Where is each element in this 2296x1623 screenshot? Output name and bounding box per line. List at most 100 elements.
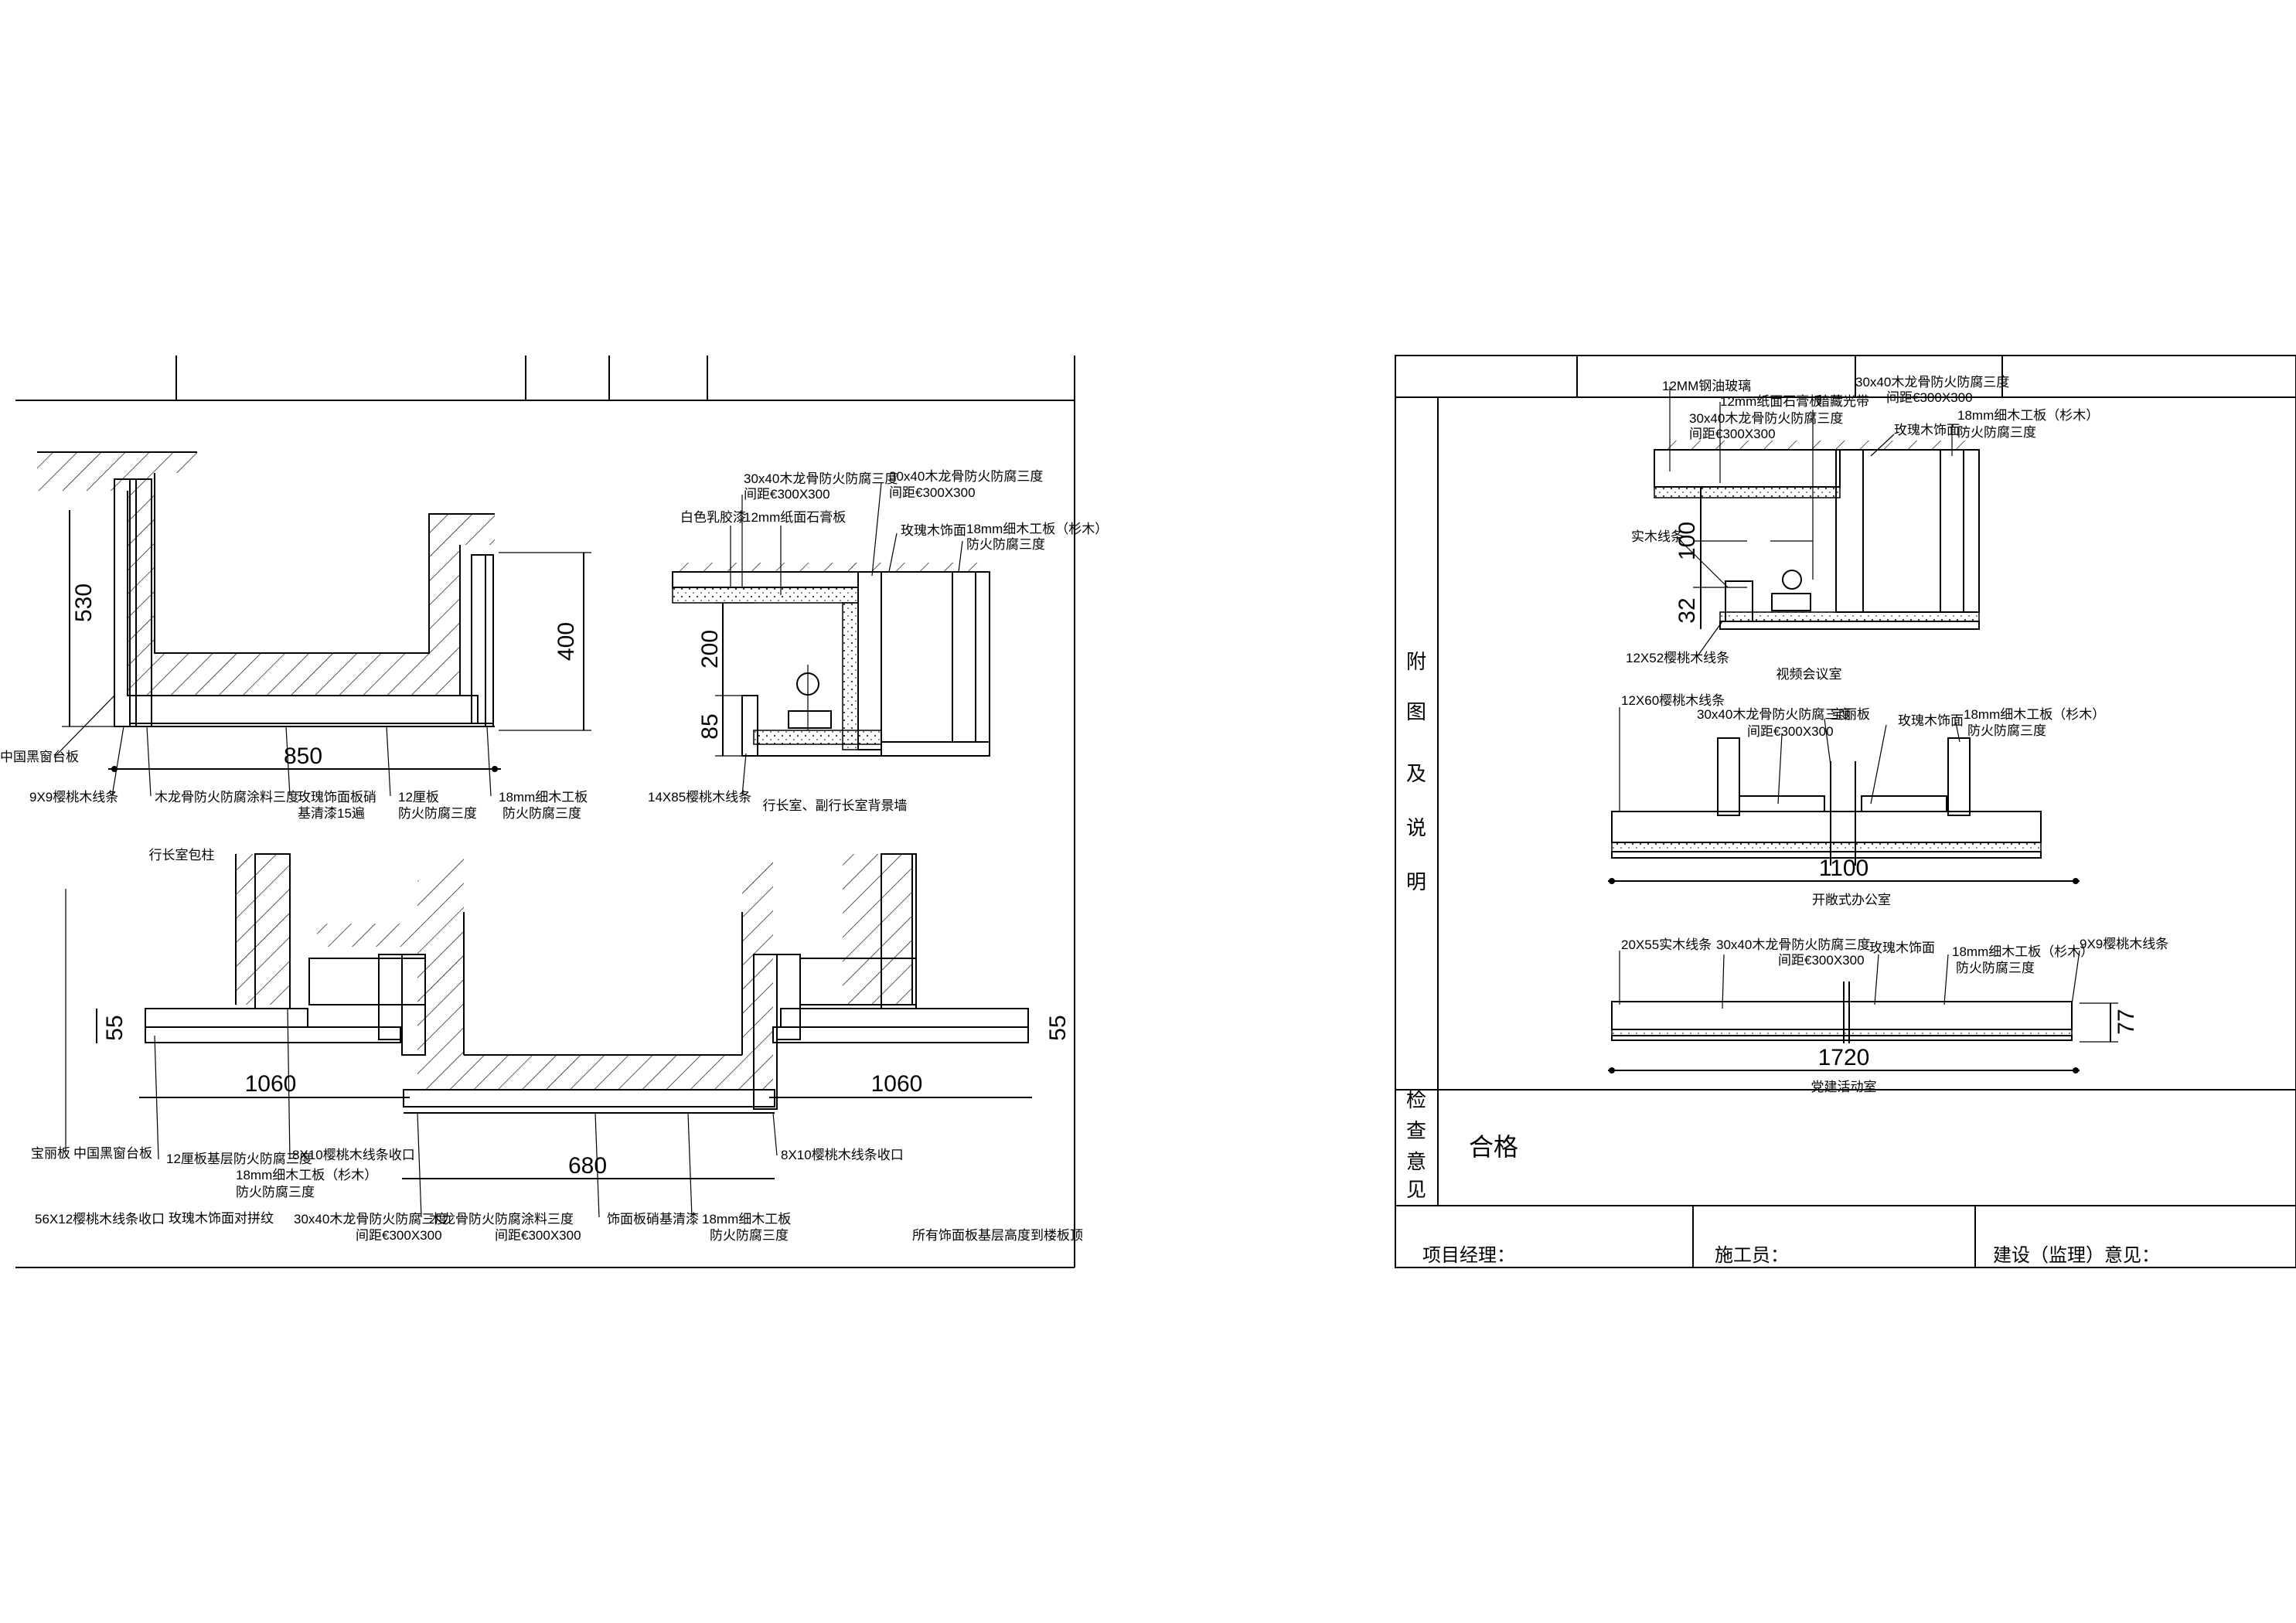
u-label-b2b: 防火防腐三度 (236, 1185, 315, 1199)
u-label-d1b: 间距€300X300 (495, 1228, 581, 1243)
wall-label-l2: 12mm纸面石膏板 (744, 509, 846, 525)
video-label-t2: 12mm纸面石膏板 (1720, 393, 1822, 409)
pillar-label-b3b: 防火防腐三度 (398, 806, 477, 821)
side-title-char-4: 说 (1406, 816, 1426, 839)
office-label-t1a: 30x40木龙骨防火防腐三度 (1697, 707, 1851, 722)
u-label-b3: 玫瑰木饰面对拼纹 (169, 1211, 274, 1226)
activity-room-drawing: 1720 77 20X55实木线条 30x40木龙骨防火防腐三度 间距€300X… (1608, 937, 2168, 1094)
u-label-e2a: 18mm细木工板 (702, 1212, 791, 1227)
pillar-caption: 行长室包柱 (149, 848, 215, 863)
u-label-b2a: 18mm细木工板（杉木） (236, 1168, 377, 1182)
video-dim-h1: 100 (1674, 522, 1700, 560)
office-label-t3: 玫瑰木饰面 (1898, 713, 1964, 728)
u-label-note: 所有饰面板基层高度到楼板顶 (912, 1228, 1083, 1243)
pillar-dim-height-left: 530 (71, 584, 97, 622)
u-label-b1: 12厘板基层防火防腐三度 (166, 1152, 312, 1166)
signature-supervisor: 建设（监理）意见： (1993, 1245, 2160, 1266)
check-title: 检 查 意 见 (1406, 1088, 1426, 1201)
video-caption: 视频会议室 (1777, 667, 1842, 682)
side-title-char-2: 图 (1406, 700, 1426, 723)
pillar-label-left-top: 中国黑窗台板 (0, 750, 79, 764)
wall-label-r1: 玫瑰木饰面 (901, 523, 966, 538)
activity-caption: 党建活动室 (1811, 1080, 1877, 1094)
wall-label-bottom: 14X85樱桃木线条 (648, 790, 751, 805)
pillar-label-b4b: 防火防腐三度 (502, 806, 581, 821)
activity-label-l1: 20X55实木线条 (1621, 937, 1712, 952)
u-label-e1: 饰面板硝基清漆 (607, 1212, 699, 1227)
video-label-bottom: 12X52樱桃木线条 (1626, 651, 1729, 665)
u-label-c2a: 30x40木龙骨防火防腐三度 (294, 1212, 448, 1227)
u-dim-left-h: 55 (102, 1015, 128, 1040)
office-label-t4b: 防火防腐三度 (1967, 723, 2046, 738)
pillar-dim-height-right: 400 (554, 622, 579, 661)
pillar-label-b2a: 玫瑰饰面板硝 (298, 790, 376, 805)
activity-label-t1b: 间距€300X300 (1778, 953, 1865, 968)
video-label-t4a: 30x40木龙骨防火防腐三度 (1689, 411, 1843, 426)
open-office-drawing: 1100 12X60樱桃木线条 30x40木龙骨防火防腐三度 间距€300X30… (1608, 693, 2105, 907)
side-title-char-3: 及 (1406, 762, 1426, 785)
u-label-f1: 8X10樱桃木线条收口 (781, 1148, 904, 1162)
pillar-dim-width: 850 (284, 743, 322, 769)
check-title-char-2: 查 (1406, 1119, 1426, 1142)
u-label-a3: 56X12樱桃木线条收口 (35, 1212, 165, 1227)
wall-label-t1a: 30x40木龙骨防火防腐三度 (744, 471, 898, 486)
video-dim-h2: 32 (1674, 597, 1700, 623)
right-sheet: 附 图 及 说 明 检 查 意 见 合格 项目经理： 施工员： 建设（监理）意见… (1395, 355, 2296, 1268)
wall-label-t2a: 30x40木龙骨防火防腐三度 (889, 469, 1043, 484)
activity-label-r1: 9X9樱桃木线条 (2080, 937, 2168, 951)
wall-label-r2a: 18mm细木工板（杉木） (966, 522, 1108, 536)
wall-dim-h1: 200 (697, 630, 723, 669)
pillar-label-b1: 木龙骨防火防腐涂料三度 (155, 790, 299, 805)
u-label-e2b: 防火防腐三度 (710, 1228, 789, 1243)
signature-manager: 项目经理： (1422, 1245, 1515, 1266)
video-label-l1: 实木线条 (1631, 529, 1684, 544)
office-label-l1: 12X60樱桃木线条 (1621, 693, 1725, 708)
u-section-drawing: 55 55 1060 1060 680 宝丽板 中国黑窗台板 56X12樱桃木线… (31, 853, 1083, 1243)
video-label-t5a: 30x40木龙骨防火防腐三度 (1855, 375, 2009, 390)
office-label-t4a: 18mm细木工板（杉木） (1964, 707, 2105, 722)
office-caption: 开敞式办公室 (1812, 893, 1891, 907)
video-label-t1: 12MM钢油玻璃 (1662, 379, 1751, 393)
side-title: 附 图 及 说 明 (1406, 650, 1426, 893)
activity-label-t2: 玫瑰木饰面 (1869, 941, 1935, 955)
activity-dim-h: 77 (2114, 1009, 2139, 1034)
activity-dim-w: 1720 (1818, 1045, 1870, 1070)
video-room-drawing: 100 32 12MM钢油玻璃 12mm纸面石膏板 暗藏光带 30x40木龙骨防… (1626, 375, 2099, 682)
u-dim-center-w: 680 (568, 1153, 607, 1179)
u-label-a2: 中国黑窗台板 (73, 1146, 152, 1161)
pillar-label-b2b: 基清漆15遍 (298, 806, 365, 821)
wall-label-t1b: 间距€300X300 (744, 487, 830, 502)
side-title-char-5: 明 (1406, 870, 1426, 893)
video-label-t5b: 间距€300X300 (1886, 390, 1973, 405)
office-label-t2: 宝丽板 (1831, 707, 1870, 722)
wall-label-l1: 白色乳胶漆 (680, 510, 746, 525)
pillar-label-left-bottom: 9X9樱桃木线条 (29, 790, 118, 805)
wall-section-drawing: 200 85 30x40木龙骨防火防腐三度 间距€300X300 30x40木龙… (648, 469, 1108, 813)
video-label-t3: 暗藏光带 (1817, 394, 1869, 409)
pillar-label-b4a: 18mm细木工板 (499, 790, 588, 805)
video-label-r2b: 防火防腐三度 (1957, 425, 2036, 440)
video-label-r2a: 18mm细木工板（杉木） (1957, 408, 2099, 423)
office-dim: 1100 (1819, 856, 1869, 881)
check-title-char-1: 检 (1406, 1088, 1426, 1111)
side-title-char-1: 附 (1406, 650, 1426, 673)
u-dim-left-w: 1060 (245, 1071, 297, 1097)
check-result: 合格 (1469, 1133, 1518, 1161)
check-title-char-3: 意 (1406, 1150, 1426, 1173)
u-label-d1a: 木龙骨防火防腐涂料三度 (429, 1212, 574, 1227)
u-dim-right-h: 55 (1045, 1015, 1071, 1040)
wall-label-r2b: 防火防腐三度 (966, 537, 1045, 552)
u-label-a1: 宝丽板 (31, 1146, 70, 1161)
video-label-r1: 玫瑰木饰面 (1894, 423, 1960, 437)
office-label-t1b: 间距€300X300 (1747, 724, 1834, 739)
wall-dim-h2: 85 (697, 713, 723, 739)
u-label-c2b: 间距€300X300 (356, 1228, 442, 1243)
u-label-c1: 8X10樱桃木线条收口 (292, 1148, 415, 1162)
activity-label-t1a: 30x40木龙骨防火防腐三度 (1716, 937, 1870, 952)
signature-worker: 施工员： (1715, 1245, 1789, 1266)
pillar-label-b3a: 12厘板 (398, 790, 439, 805)
video-label-t4b: 间距€300X300 (1689, 427, 1776, 441)
wall-caption: 行长室、副行长室背景墙 (763, 798, 908, 813)
check-title-char-4: 见 (1406, 1178, 1426, 1201)
